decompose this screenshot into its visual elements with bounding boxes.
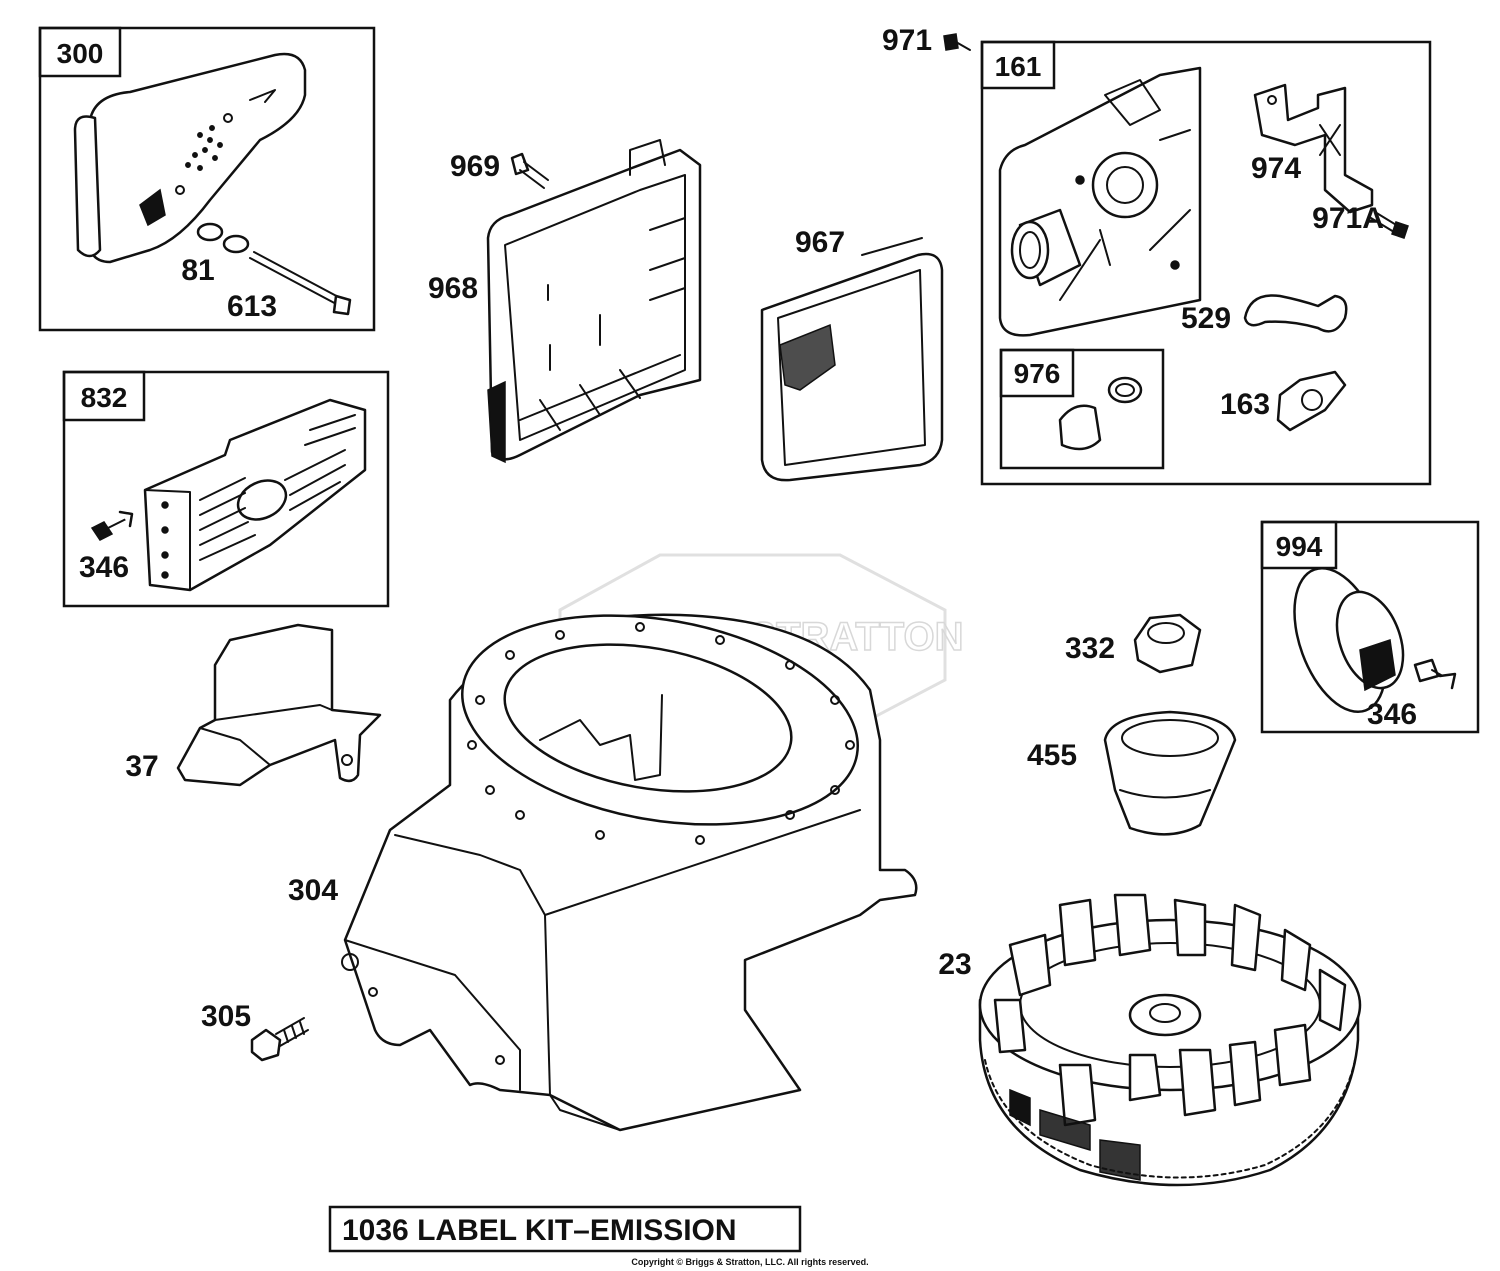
air-filter-967[interactable]: 967 <box>760 226 944 482</box>
label-346a: 346 <box>79 551 129 584</box>
label-304: 304 <box>288 874 338 907</box>
screw-346a[interactable]: 346 <box>79 510 134 584</box>
bolt-613[interactable]: 613 <box>227 251 352 323</box>
screw-346b[interactable]: 346 <box>1367 658 1457 731</box>
screw-969[interactable]: 969 <box>450 150 549 189</box>
starter-cup-455[interactable]: 455 <box>1027 710 1237 836</box>
nut-332[interactable]: 332 <box>1065 613 1202 674</box>
label-613: 613 <box>227 290 277 323</box>
label-300: 300 <box>57 38 104 69</box>
bracket-974[interactable]: 974 <box>1251 83 1374 214</box>
air-cleaner-base-968[interactable]: 968 <box>428 139 702 464</box>
callout-box-832[interactable]: 832 <box>62 370 390 608</box>
screw-971[interactable]: 971 <box>882 24 971 57</box>
baffle-37[interactable]: 37 <box>125 623 382 787</box>
callout-box-300[interactable]: 300 <box>38 26 376 332</box>
callout-box-976[interactable]: 976 <box>999 348 1165 470</box>
label-81: 81 <box>181 254 214 287</box>
screen-994[interactable] <box>1277 556 1416 724</box>
label-969: 969 <box>450 150 500 183</box>
label-23: 23 <box>938 948 971 981</box>
label-kit-caption: 1036 LABEL KIT–EMISSION <box>328 1205 802 1253</box>
label-971a: 971A <box>1312 202 1384 235</box>
blower-housing-304[interactable]: 304 <box>288 587 918 1132</box>
muffler-part[interactable] <box>73 52 307 264</box>
label-974: 974 <box>1251 152 1301 185</box>
primer-bulb-976[interactable] <box>1058 376 1143 451</box>
label-832: 832 <box>81 382 128 413</box>
label-994: 994 <box>1276 531 1323 562</box>
caption-text: 1036 LABEL KIT–EMISSION <box>342 1214 737 1247</box>
callout-box-161[interactable]: 161 <box>980 40 1432 486</box>
label-163: 163 <box>1220 388 1270 421</box>
label-976: 976 <box>1014 358 1061 389</box>
label-967: 967 <box>795 226 845 259</box>
screw-971a[interactable]: 971A <box>1312 202 1409 239</box>
muffler-guard-part[interactable] <box>143 398 367 592</box>
label-305: 305 <box>201 1000 251 1033</box>
gasket-163[interactable]: 163 <box>1220 370 1347 432</box>
tube-529[interactable]: 529 <box>1181 294 1348 335</box>
screw-305[interactable]: 305 <box>201 1000 309 1062</box>
label-161: 161 <box>995 51 1042 82</box>
washer-81[interactable]: 81 <box>181 222 250 287</box>
label-455: 455 <box>1027 739 1077 772</box>
label-968: 968 <box>428 272 478 305</box>
carburetor-part[interactable] <box>998 66 1202 337</box>
label-332: 332 <box>1065 632 1115 665</box>
label-346b: 346 <box>1367 698 1417 731</box>
callout-box-994[interactable]: 994 <box>1260 520 1480 734</box>
copyright-text: Copyright © Briggs & Stratton, LLC. All … <box>631 1257 868 1267</box>
label-37: 37 <box>125 750 158 783</box>
flywheel-23[interactable]: 23 <box>938 893 1362 1187</box>
label-971: 971 <box>882 24 932 57</box>
label-529: 529 <box>1181 302 1231 335</box>
